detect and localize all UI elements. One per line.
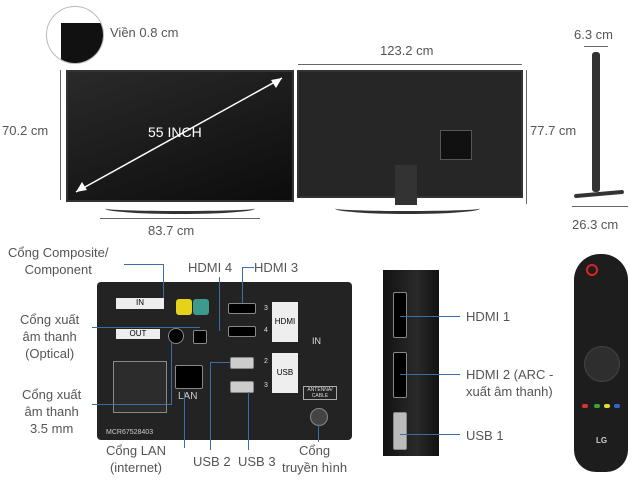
audio35-label: Cổng xuất âm thanh 3.5 mm [22, 387, 82, 436]
usb3-leader [248, 392, 249, 450]
stand-width-line [100, 218, 260, 219]
usb3-label: USB 3 [238, 454, 276, 469]
audio-35-port[interactable] [168, 328, 184, 344]
hdmi1-label: HDMI 1 [466, 309, 511, 324]
hdmi3-leader [242, 267, 254, 268]
side-tv [592, 52, 600, 192]
composite-leader-v [163, 264, 164, 298]
component-block [113, 361, 167, 413]
usb-3-port[interactable] [230, 381, 254, 393]
stand-depth: 26.3 cm [572, 217, 619, 232]
composite-green-jack [193, 299, 209, 315]
in-side-label: IN [312, 336, 321, 346]
back-width-line [298, 64, 522, 65]
optical-leader [92, 327, 200, 328]
optical-port[interactable] [193, 330, 207, 344]
usb-1-port[interactable] [393, 412, 407, 450]
lan-label: Cổng LAN (internet) [106, 443, 166, 475]
usb-2-number: 2 [264, 358, 268, 365]
audio35-leader [92, 404, 172, 405]
model-number: MCR67528403 [106, 429, 154, 436]
bezel-inset [46, 6, 104, 64]
usb1-leader [400, 434, 460, 435]
scroll-wheel[interactable] [584, 346, 620, 382]
lan-port[interactable] [175, 365, 203, 389]
back-stand [395, 165, 417, 205]
hdmi4-label: HDMI 4 [188, 260, 233, 275]
side-depth-line [584, 46, 608, 47]
back-stand-base [335, 203, 480, 214]
out-label: OUT [116, 329, 160, 339]
usb2-leader-h [210, 362, 230, 363]
diagonal-arrow [75, 77, 283, 193]
hdmi-1-port[interactable] [393, 292, 407, 338]
usb-panel-label: USB [272, 353, 298, 393]
lg-logo: LG [596, 436, 608, 445]
composite-leader [124, 264, 164, 265]
side-port-panel [383, 270, 439, 456]
diagonal-label: 55 INCH [148, 124, 202, 140]
front-height: 70.2 cm [2, 123, 49, 138]
hdmi-3-number: 3 [264, 305, 268, 312]
hdmi3-leader-v [242, 267, 243, 303]
hdmi2-label: HDMI 2 (ARC - xuất âm thanh) [466, 367, 554, 399]
front-height-line [60, 70, 61, 200]
back-height-line [526, 70, 527, 204]
green-button[interactable] [594, 404, 600, 408]
antenna-panel-label: ANTENNA/ CABLE [303, 386, 337, 400]
hdmi-2-port[interactable] [393, 352, 407, 398]
side-stand [573, 189, 625, 199]
red-button[interactable] [582, 404, 588, 408]
in-label: IN [116, 298, 164, 309]
usb-3-number: 3 [264, 382, 268, 389]
usb1-label: USB 1 [466, 428, 504, 443]
back-width: 123.2 cm [380, 43, 434, 58]
hdmi1-leader [400, 316, 460, 317]
lan-leader [184, 392, 185, 448]
power-icon[interactable] [586, 264, 598, 276]
optical-label: Cổng xuất âm thanh (Optical) [20, 312, 80, 361]
usb2-leader [210, 362, 211, 450]
hdmi-3-port[interactable] [228, 303, 256, 314]
hdmi-4-number: 4 [264, 327, 268, 334]
front-stand [105, 203, 255, 214]
antenna-leader [318, 424, 319, 442]
side-depth: 6.3 cm [574, 27, 614, 42]
composite-label: Cổng Composite/ Component [8, 245, 109, 277]
antenna-port[interactable] [310, 408, 328, 426]
back-connector-block [440, 130, 472, 160]
hdmi4-leader [219, 277, 220, 331]
stand-depth-line [572, 206, 628, 207]
composite-yellow-jack [176, 299, 192, 315]
hdmi3-label: HDMI 3 [254, 260, 299, 275]
bezel-label: Viền 0.8 cm [110, 25, 179, 40]
hdmi-4-port[interactable] [228, 326, 256, 337]
hdmi2-leader [400, 374, 460, 375]
yellow-button[interactable] [604, 404, 610, 408]
stand-width: 83.7 cm [148, 223, 195, 238]
usb-2-port[interactable] [230, 357, 254, 369]
antenna-label: Cổng truyền hình [282, 443, 348, 475]
usb2-label: USB 2 [193, 454, 231, 469]
lan-port-text: LAN [178, 391, 198, 402]
hdmi-panel-label: HDMI [272, 302, 298, 342]
audio35-leader-v [171, 342, 172, 404]
back-height: 77.7 cm [530, 123, 577, 138]
blue-button[interactable] [614, 404, 620, 408]
magic-remote: LG [574, 254, 628, 472]
